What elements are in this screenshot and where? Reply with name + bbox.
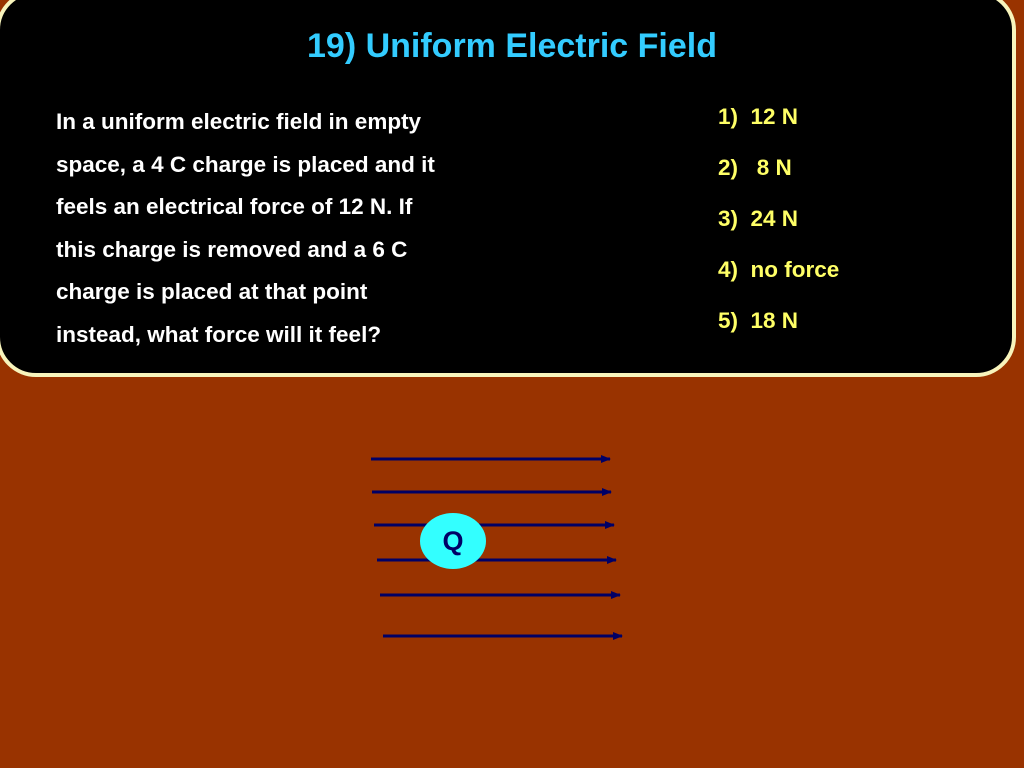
question-line: charge is placed at that point [56, 279, 368, 305]
answer-choices: 1) 12 N 2) 8 N 3) 24 N 4) no force 5) 18… [718, 96, 839, 351]
slide-title: 19) Uniform Electric Field [307, 27, 717, 65]
answer-choice-3[interactable]: 3) 24 N [718, 206, 799, 231]
answer-choice-1[interactable]: 1) 12 N [718, 104, 799, 129]
answer-choice-5[interactable]: 5) 18 N [718, 308, 799, 333]
question-line: space, a 4 C charge is placed and it [56, 151, 435, 177]
field-lines [371, 455, 623, 640]
question-text: In a uniform electric field in empty spa… [56, 101, 556, 357]
charge-q: Q [420, 513, 486, 569]
question-line: In a uniform electric field in empty [56, 109, 422, 134]
question-panel [0, 0, 1016, 377]
answer-choice-4[interactable]: 4) no force [718, 257, 840, 282]
answer-choice-2[interactable]: 2) 8 N [718, 155, 792, 180]
question-line: this charge is removed and a 6 C [56, 236, 408, 262]
question-line: instead, what force will it feel? [56, 321, 382, 347]
question-line: feels an electrical force of 12 N. If [56, 194, 413, 220]
